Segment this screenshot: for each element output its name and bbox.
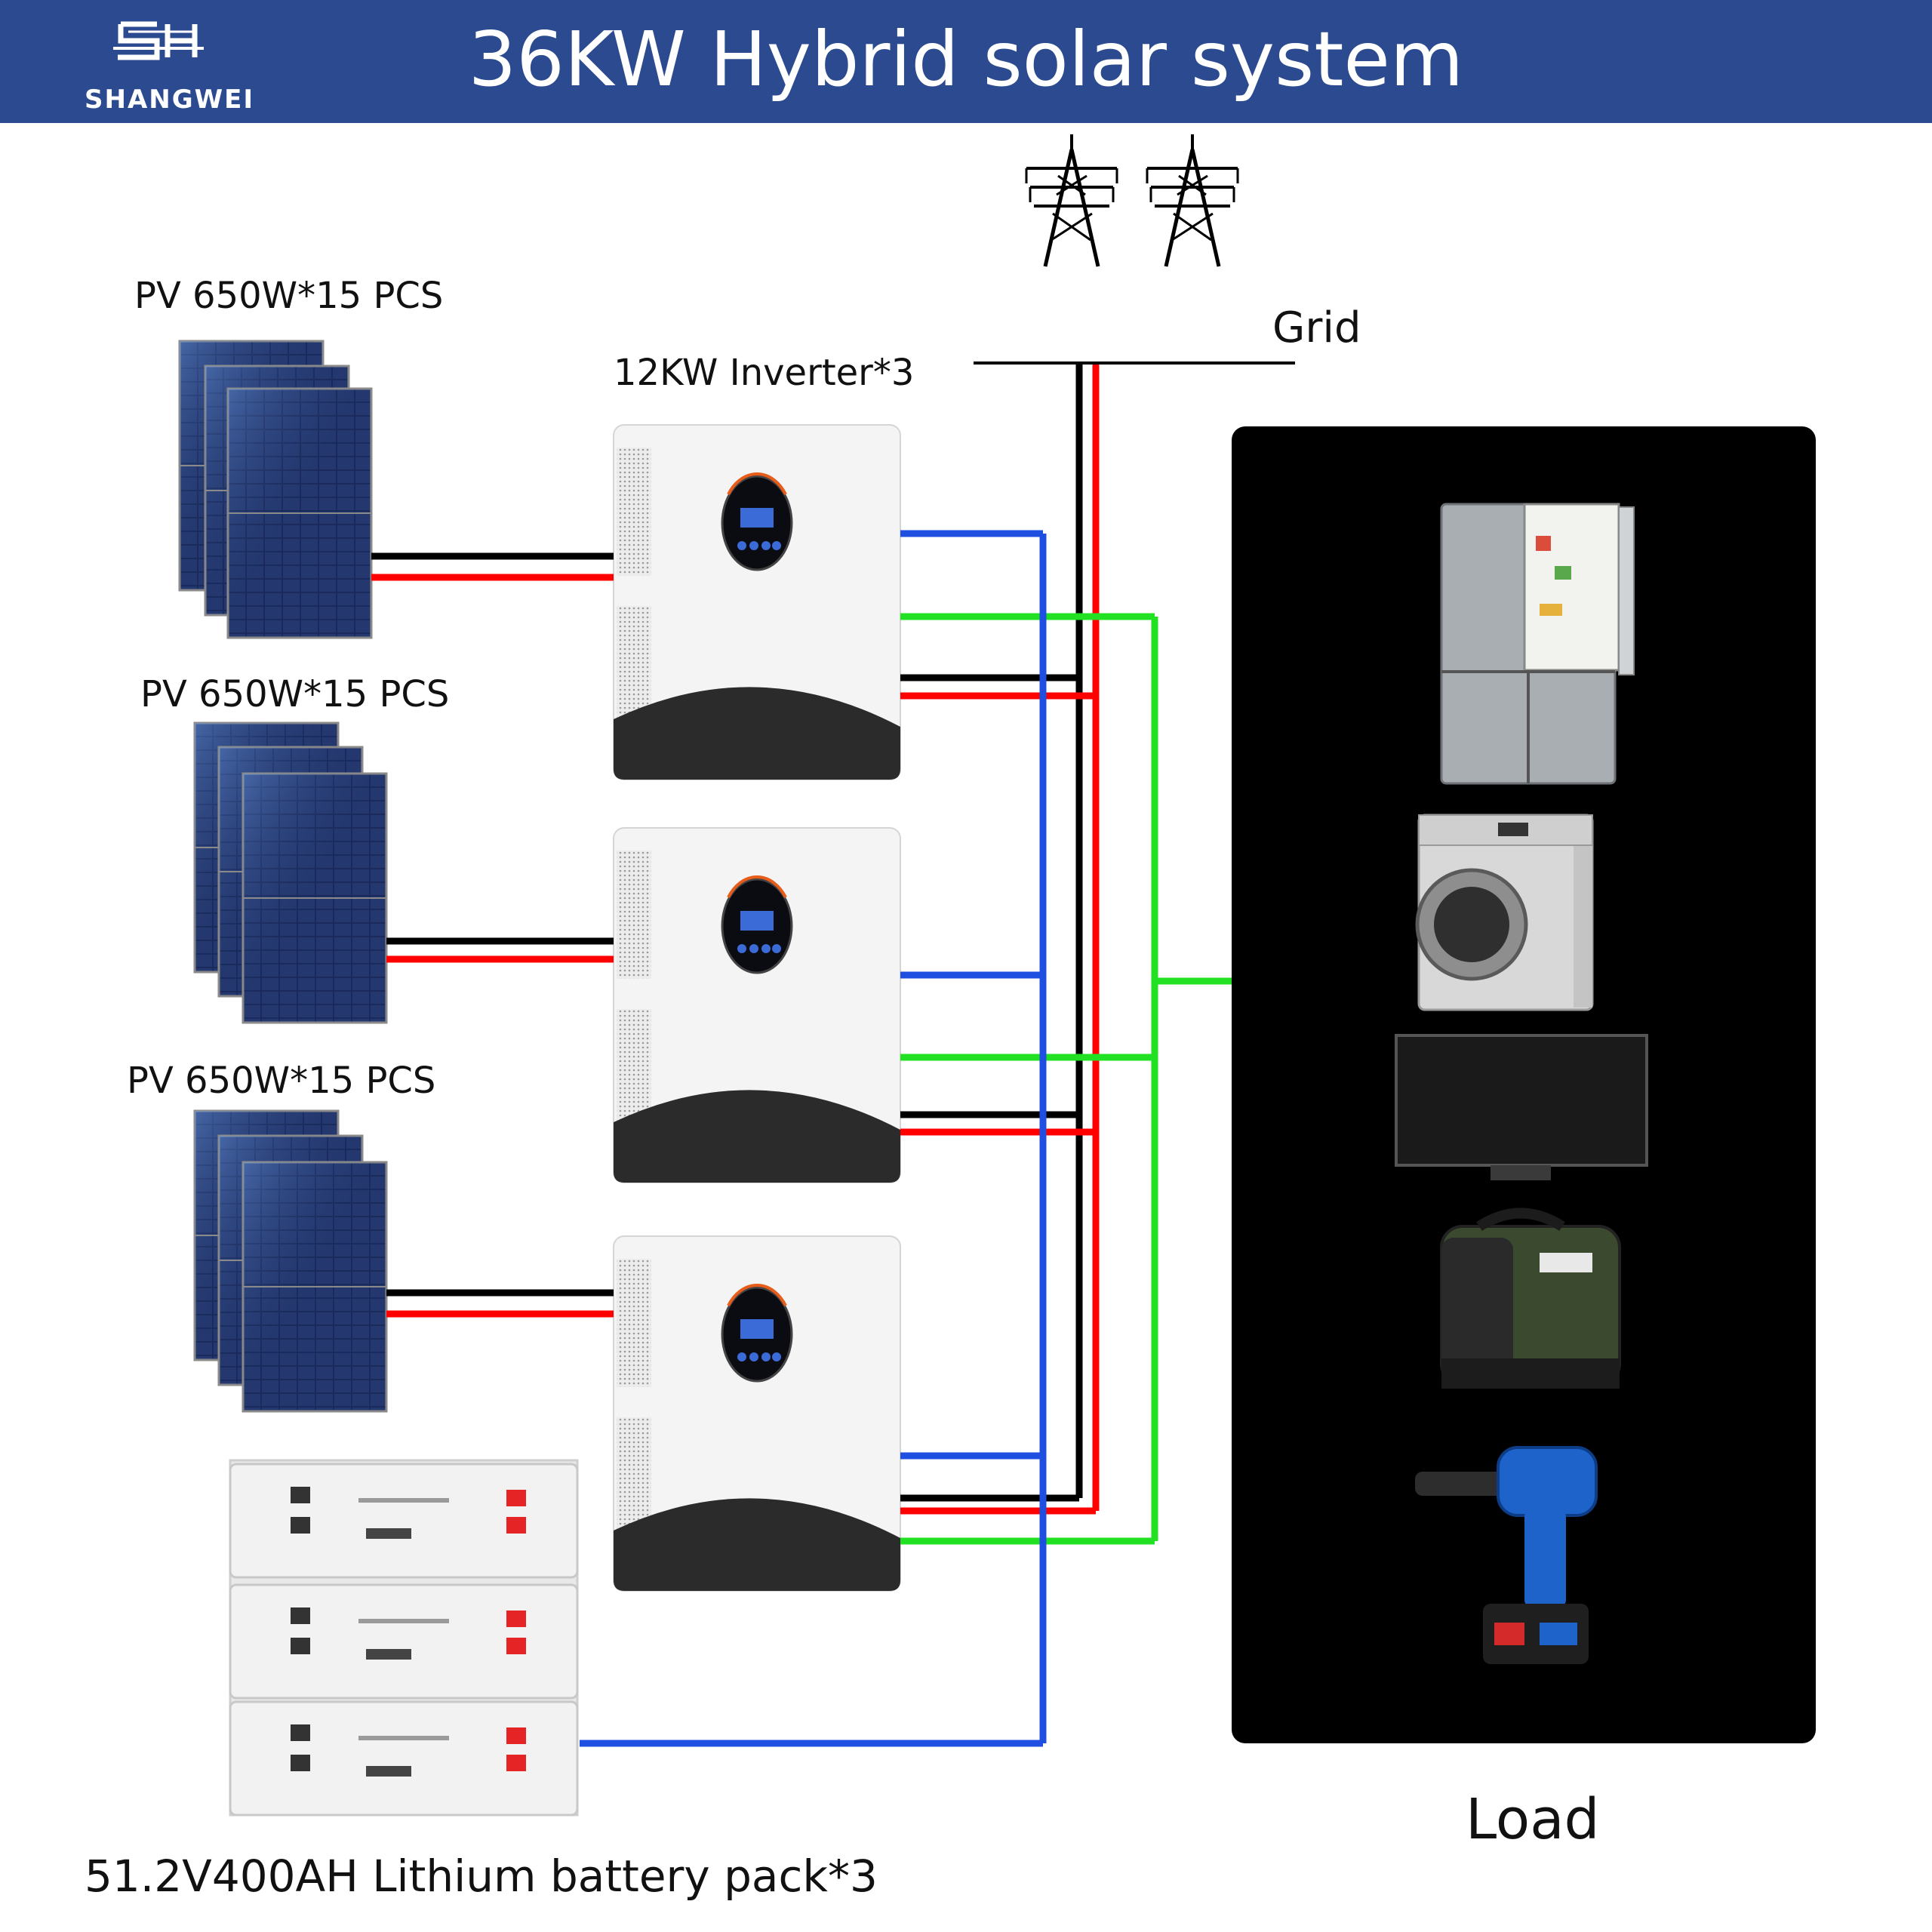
television-icon xyxy=(1395,1034,1648,1180)
inverter-3 xyxy=(612,1235,902,1592)
page-title: 36KW Hybrid solar system xyxy=(468,15,1464,103)
pv-array-3 xyxy=(193,1109,388,1413)
battery-label: 51.2V400AH Lithium battery pack*3 xyxy=(85,1850,878,1902)
header-bar xyxy=(0,0,1932,123)
load-label: Load xyxy=(1466,1787,1600,1852)
grid-wires xyxy=(900,365,1100,1515)
battery-wires xyxy=(580,530,1047,1747)
inverter-label: 12KW Inverter*3 xyxy=(614,352,915,394)
generator-icon xyxy=(1440,1208,1621,1389)
logo-text: SHANGWEI xyxy=(85,85,254,115)
load-wires xyxy=(900,613,1232,1545)
inverter-2 xyxy=(612,826,902,1184)
pv-wires xyxy=(371,552,614,1318)
pv-array-2 xyxy=(193,721,388,1024)
pv-label-2: PV 650W*15 PCS xyxy=(140,673,450,715)
battery-rack xyxy=(229,1459,579,1817)
grid-tower-1 xyxy=(1026,134,1117,266)
refrigerator-icon xyxy=(1440,503,1635,785)
impact-wrench-icon xyxy=(1415,1446,1598,1664)
pv-array-1 xyxy=(178,340,373,639)
pv-label-3: PV 650W*15 PCS xyxy=(127,1060,436,1102)
pv-label-1: PV 650W*15 PCS xyxy=(134,275,444,317)
shangwei-logo xyxy=(113,21,204,60)
grid-tower-2 xyxy=(1147,134,1238,266)
inverter-1 xyxy=(612,423,902,781)
washing-machine-icon xyxy=(1415,814,1594,1011)
grid-label: Grid xyxy=(1272,303,1361,352)
